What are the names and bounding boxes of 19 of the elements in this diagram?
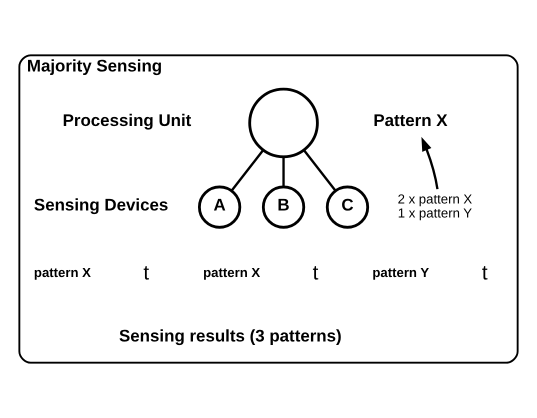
label: Sensing Devices [34, 195, 168, 214]
label: t [482, 262, 488, 285]
connector [303, 150, 336, 192]
node-text: 2 x pattern X 1 x pattern Y [398, 192, 472, 221]
label: pattern X [203, 264, 260, 280]
node-circle: B [262, 186, 306, 229]
node-circle: A [198, 186, 242, 229]
label: Processing Unit [62, 111, 192, 130]
connector [230, 150, 264, 192]
label: t [143, 262, 150, 285]
node-circle: C [326, 186, 370, 229]
label: t [312, 262, 318, 285]
label: Sensing results (3 patterns) [119, 326, 342, 346]
label: pattern Y [372, 264, 430, 280]
connector [282, 156, 285, 186]
label: pattern X [34, 264, 91, 280]
arrow [421, 136, 439, 190]
node-text: Pattern X [373, 111, 448, 130]
node-circle [248, 88, 319, 158]
